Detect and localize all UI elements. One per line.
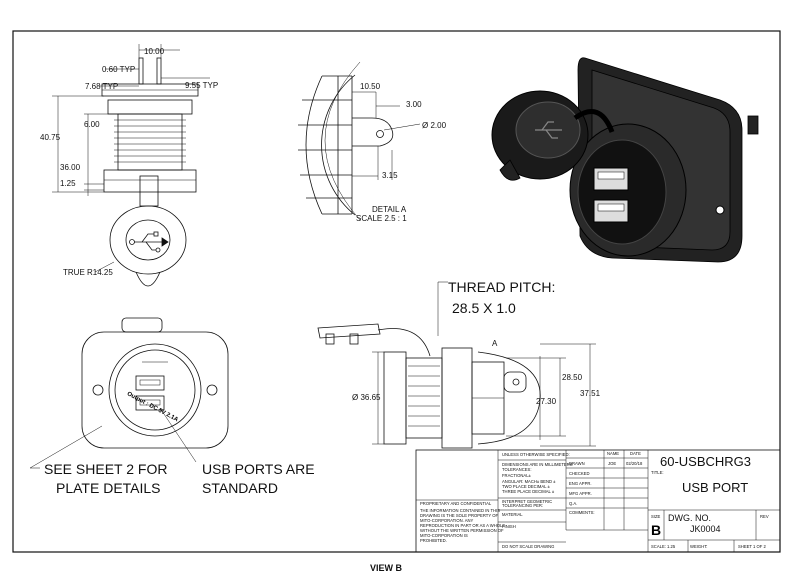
tb-sheet: SHEET 1 OF 2: [738, 544, 767, 549]
dim-0-60-typ: 0.60 TYP: [102, 65, 135, 74]
dim-6-00: 6.00: [84, 120, 100, 129]
tb-drawn-name: JOE: [608, 461, 616, 466]
tb-size-label: SIZE: [651, 514, 661, 519]
note-usb-line1: USB PORTS ARE: [202, 461, 315, 477]
note-sheet2-line2: PLATE DETAILS: [56, 480, 161, 496]
side-view: 10.00 0.60 TYP 7.68 TYP 9.55 TYP 40.75 6…: [40, 44, 218, 287]
tb-fractional: FRACTIONAL±: [502, 473, 532, 478]
title-block: UNLESS OTHERWISE SPECIFIED: DIMENSIONS A…: [415, 449, 781, 553]
tb-prop-text-4: WITHOUT THE WRITTEN PERMISSION OF: [420, 528, 504, 533]
usb-port-lower: [135, 395, 165, 411]
dim-dia-36-65: Ø 36.65: [352, 393, 381, 402]
dim-10-50: 10.50: [360, 82, 381, 91]
dim-28-50: 28.50: [562, 373, 583, 382]
tb-interpret-1: INTERPRET GEOMETRIC: [502, 499, 552, 504]
tb-eng-appr: ENG APPR.: [569, 481, 592, 486]
dim-3-00: 3.00: [406, 100, 422, 109]
tb-dwg-no: JK0004: [690, 524, 721, 534]
tb-drawn: DRAWN: [569, 461, 585, 466]
tb-prop-text-3: REPRODUCTION IN PART OR AS A WHOLE: [420, 523, 505, 528]
dim-36-00: 36.00: [60, 163, 81, 172]
tb-title: USB PORT: [682, 480, 748, 495]
section-view: A Ø 36.65 27.30 28.50 37.51: [317, 323, 601, 449]
dim-37-51: 37.51: [580, 389, 601, 398]
tb-comments: COMMENTS:: [569, 510, 595, 515]
front-view: Output : DC 5V 2.1A: [81, 317, 229, 449]
dim-27-30: 27.30: [536, 397, 557, 406]
detail-a-scale: SCALE 2.5 : 1: [356, 214, 407, 223]
tb-tolerances: TOLERANCES:: [502, 467, 531, 472]
usb-symbol-icon: [129, 231, 169, 253]
dim-dia-2-00: Ø 2.00: [422, 121, 447, 130]
dim-3-15: 3.15: [382, 171, 398, 180]
note-thread-line2: 28.5 X 1.0: [452, 300, 516, 316]
note-sheet2-line1: SEE SHEET 2 FOR: [44, 461, 167, 477]
tb-dims-mm: DIMENSIONS ARE IN MILLIMETERS: [502, 462, 573, 467]
tb-drawn-date: 02/20/18: [626, 461, 643, 466]
tb-col-name: NAME: [607, 451, 619, 456]
tb-weight: WEIGHT:: [690, 544, 707, 549]
tb-three-place: THREE PLACE DECIMAL ±: [502, 489, 555, 494]
tb-prop-text-5: MITO-CORPORATION IS: [420, 533, 468, 538]
dim-10-00: 10.00: [144, 47, 165, 56]
tb-interpret-2: TOLERANCING PER:: [502, 503, 543, 508]
cap-usb-icon: [535, 121, 562, 139]
isometric-view: [491, 57, 759, 263]
notes: THREAD PITCH: 28.5 X 1.0 SEE SHEET 2 FOR…: [29, 279, 555, 496]
dim-1-25: 1.25: [60, 179, 76, 188]
tb-mfg-appr: MFG APPR.: [569, 491, 592, 496]
section-letter: A: [492, 339, 498, 348]
tb-prop-text-2: MITO-CORPORATION. ANY: [420, 518, 474, 523]
tb-finish: FINISH: [502, 524, 516, 529]
tb-scale: SCALE: 1.25: [651, 544, 676, 549]
tb-prop-text-1: DRAWING IS THE SOLE PROPERTY OF: [420, 513, 498, 518]
dim-40-75: 40.75: [40, 133, 61, 142]
tb-rev-label: REV: [760, 514, 769, 519]
tb-col-date: DATE: [630, 451, 641, 456]
tb-two-place: TWO PLACE DECIMAL ±: [502, 484, 550, 489]
tb-dwg-label: DWG. NO.: [668, 513, 711, 523]
tb-size: B: [651, 522, 661, 538]
tb-do-not-scale: DO NOT SCALE DRAWING: [502, 544, 554, 549]
view-label: VIEW B: [370, 563, 403, 573]
tb-material: MATERIAL: [502, 512, 523, 517]
tb-qa: Q.A.: [569, 501, 577, 506]
tb-checked: CHECKED: [569, 471, 589, 476]
tb-prop-title: PROPRIETARY AND CONFIDENTIAL: [420, 501, 492, 506]
tb-prop-text-6: PROHIBITED.: [420, 538, 447, 543]
dim-true-r: TRUE R14.25: [63, 268, 113, 277]
detail-a-view: 10.50 3.00 Ø 2.00 3.15 DETAIL A SCALE 2.…: [298, 61, 447, 223]
note-thread-line1: THREAD PITCH:: [448, 279, 555, 295]
dim-9-55-typ: 9.55 TYP: [185, 81, 218, 90]
tb-prop-text-0: THE INFORMATION CONTAINED IN THIS: [420, 508, 500, 513]
note-usb-line2: STANDARD: [202, 480, 278, 496]
dim-7-68-typ: 7.68 TYP: [85, 82, 118, 91]
tb-part-number: 60-USBCHRG3: [660, 454, 751, 469]
tb-unless: UNLESS OTHERWISE SPECIFIED:: [502, 452, 570, 457]
sheet-border: [12, 30, 781, 553]
tb-title-label: TITLE:: [651, 470, 664, 475]
detail-a-title: DETAIL A: [372, 205, 407, 214]
usb-port-upper: [135, 375, 165, 391]
tb-angular: ANGULAR: MACH± BEND ±: [502, 479, 556, 484]
